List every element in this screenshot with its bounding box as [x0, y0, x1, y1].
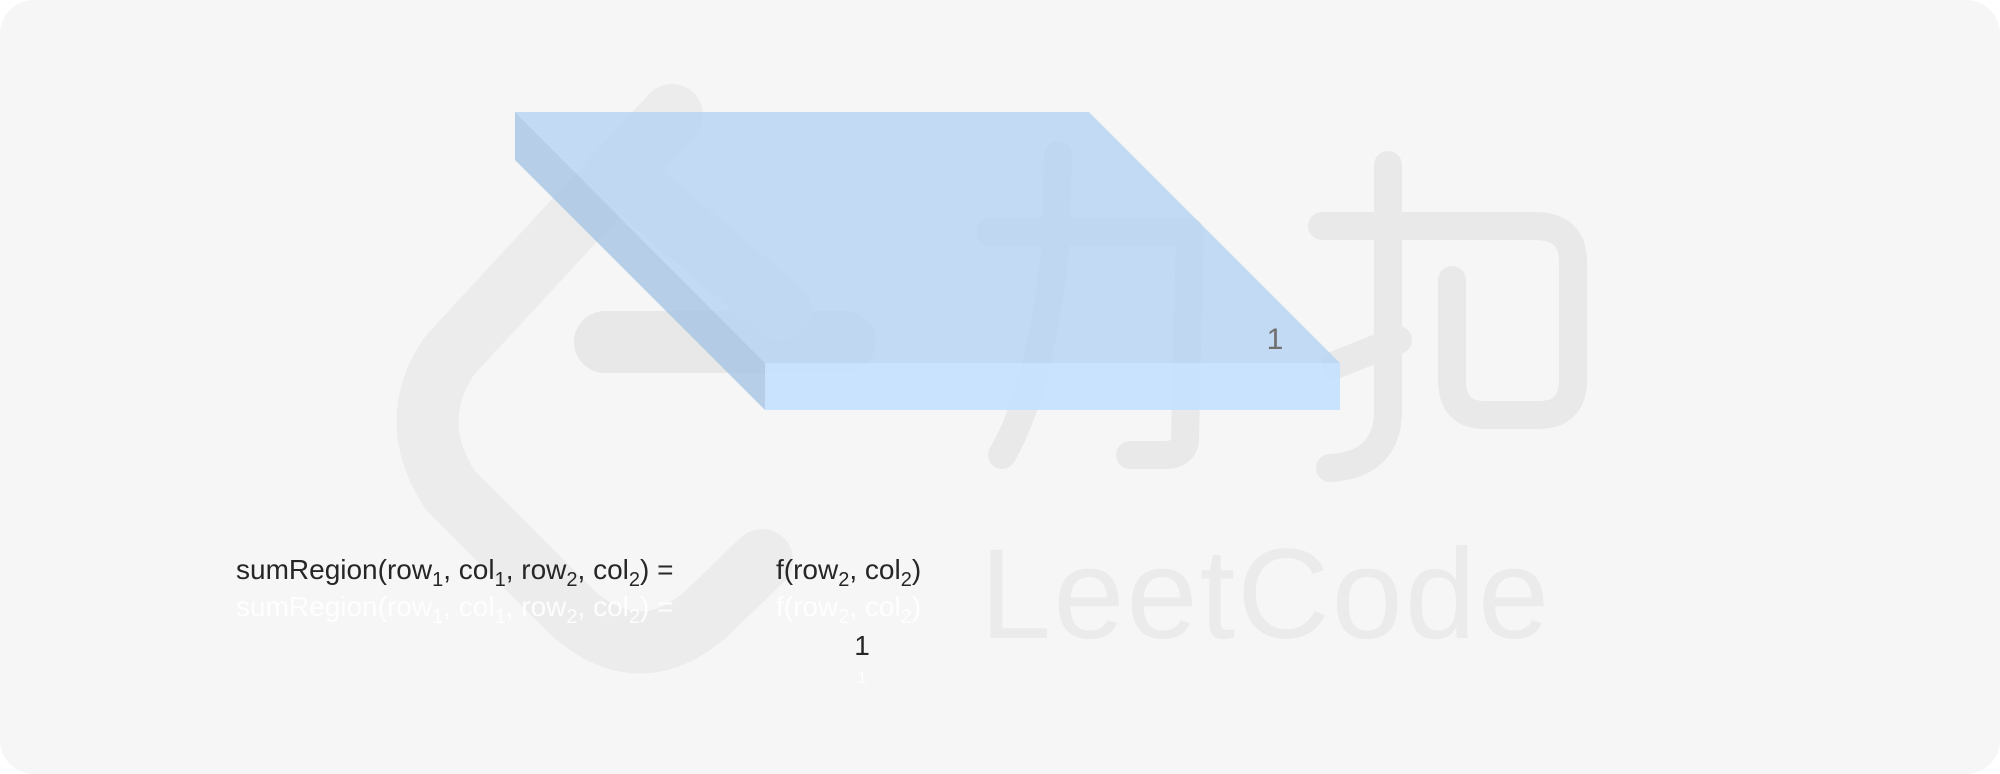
kou-stroke-2 [1316, 151, 1402, 482]
region-slab: 1 [515, 112, 1340, 410]
rhs-row: row [793, 554, 839, 585]
rhs-row-sub: 2 [838, 606, 850, 628]
result-ghost-value: 1 [857, 670, 867, 687]
arg-col1-sub: 1 [494, 606, 506, 628]
equals-sign: ) = [639, 554, 674, 585]
separator: , [443, 554, 459, 585]
separator: , [577, 591, 594, 622]
formula-ghost-lhs: sumRegion(row1, col1, row2, col2) = [236, 591, 674, 627]
formula-line: sumRegion(row1, col1, row2, col2) = f(ro… [236, 550, 1236, 590]
formula-rhs: f(row2, col2) [776, 550, 921, 590]
separator: , [505, 554, 522, 585]
li-stroke-1 [976, 218, 1204, 469]
arg-col1-sub: 1 [494, 569, 506, 591]
rhs-col-sub: 2 [900, 569, 912, 591]
rhs-fn: f( [776, 554, 794, 585]
rhs-row: row [793, 591, 839, 622]
rhs-row-sub: 2 [838, 569, 850, 591]
rhs-col: col [864, 591, 901, 622]
arg-col2-sub: 2 [628, 569, 640, 591]
arg-row2-sub: 2 [566, 606, 578, 628]
arg-col2: col [593, 554, 629, 585]
arg-col1: col [458, 591, 495, 622]
arg-col2-sub: 2 [628, 606, 640, 628]
result-value: 1 [854, 630, 870, 661]
kou-stroke-4 [1384, 212, 1587, 429]
arg-row1: row [386, 591, 433, 622]
arg-col1: col [458, 554, 495, 585]
watermark-brand-text: LeetCode [980, 523, 1551, 666]
separator: , [577, 554, 594, 585]
slab-cell-label: 1 [1267, 323, 1284, 356]
slab-front-face [765, 363, 1340, 410]
fn-name: sumRegion( [236, 554, 387, 585]
rhs-col: col [864, 554, 901, 585]
rhs-fn: f( [776, 591, 794, 622]
separator: , [505, 591, 522, 622]
watermark-cjk-kou [1308, 151, 1587, 482]
rhs-close: ) [911, 591, 922, 622]
equals-sign: ) = [639, 591, 674, 622]
arg-row1-sub: 1 [432, 606, 444, 628]
arg-row1: row [386, 554, 433, 585]
logo-chevron [396, 84, 793, 674]
rhs-col-sub: 2 [900, 606, 912, 628]
separator: , [849, 554, 865, 585]
arg-row2: row [521, 554, 567, 585]
arg-col2: col [593, 591, 629, 622]
arg-row2: row [521, 591, 567, 622]
arg-row1-sub: 1 [432, 569, 444, 591]
rhs-close: ) [911, 554, 922, 585]
separator: , [849, 591, 865, 622]
slab-side-face [515, 112, 765, 410]
arg-row2-sub: 2 [566, 569, 578, 591]
fn-name: sumRegion( [236, 591, 387, 622]
formula-ghost-rhs: f(row2, col2) [776, 587, 921, 627]
formula-lhs: sumRegion(row1, col1, row2, col2) = [236, 554, 674, 590]
slab-top-face [515, 112, 1340, 363]
formula-ghost-line: sumRegion(row1, col1, row2, col2) = f(ro… [236, 587, 1236, 627]
kou-stroke-3 [1321, 326, 1412, 379]
separator: , [443, 591, 459, 622]
